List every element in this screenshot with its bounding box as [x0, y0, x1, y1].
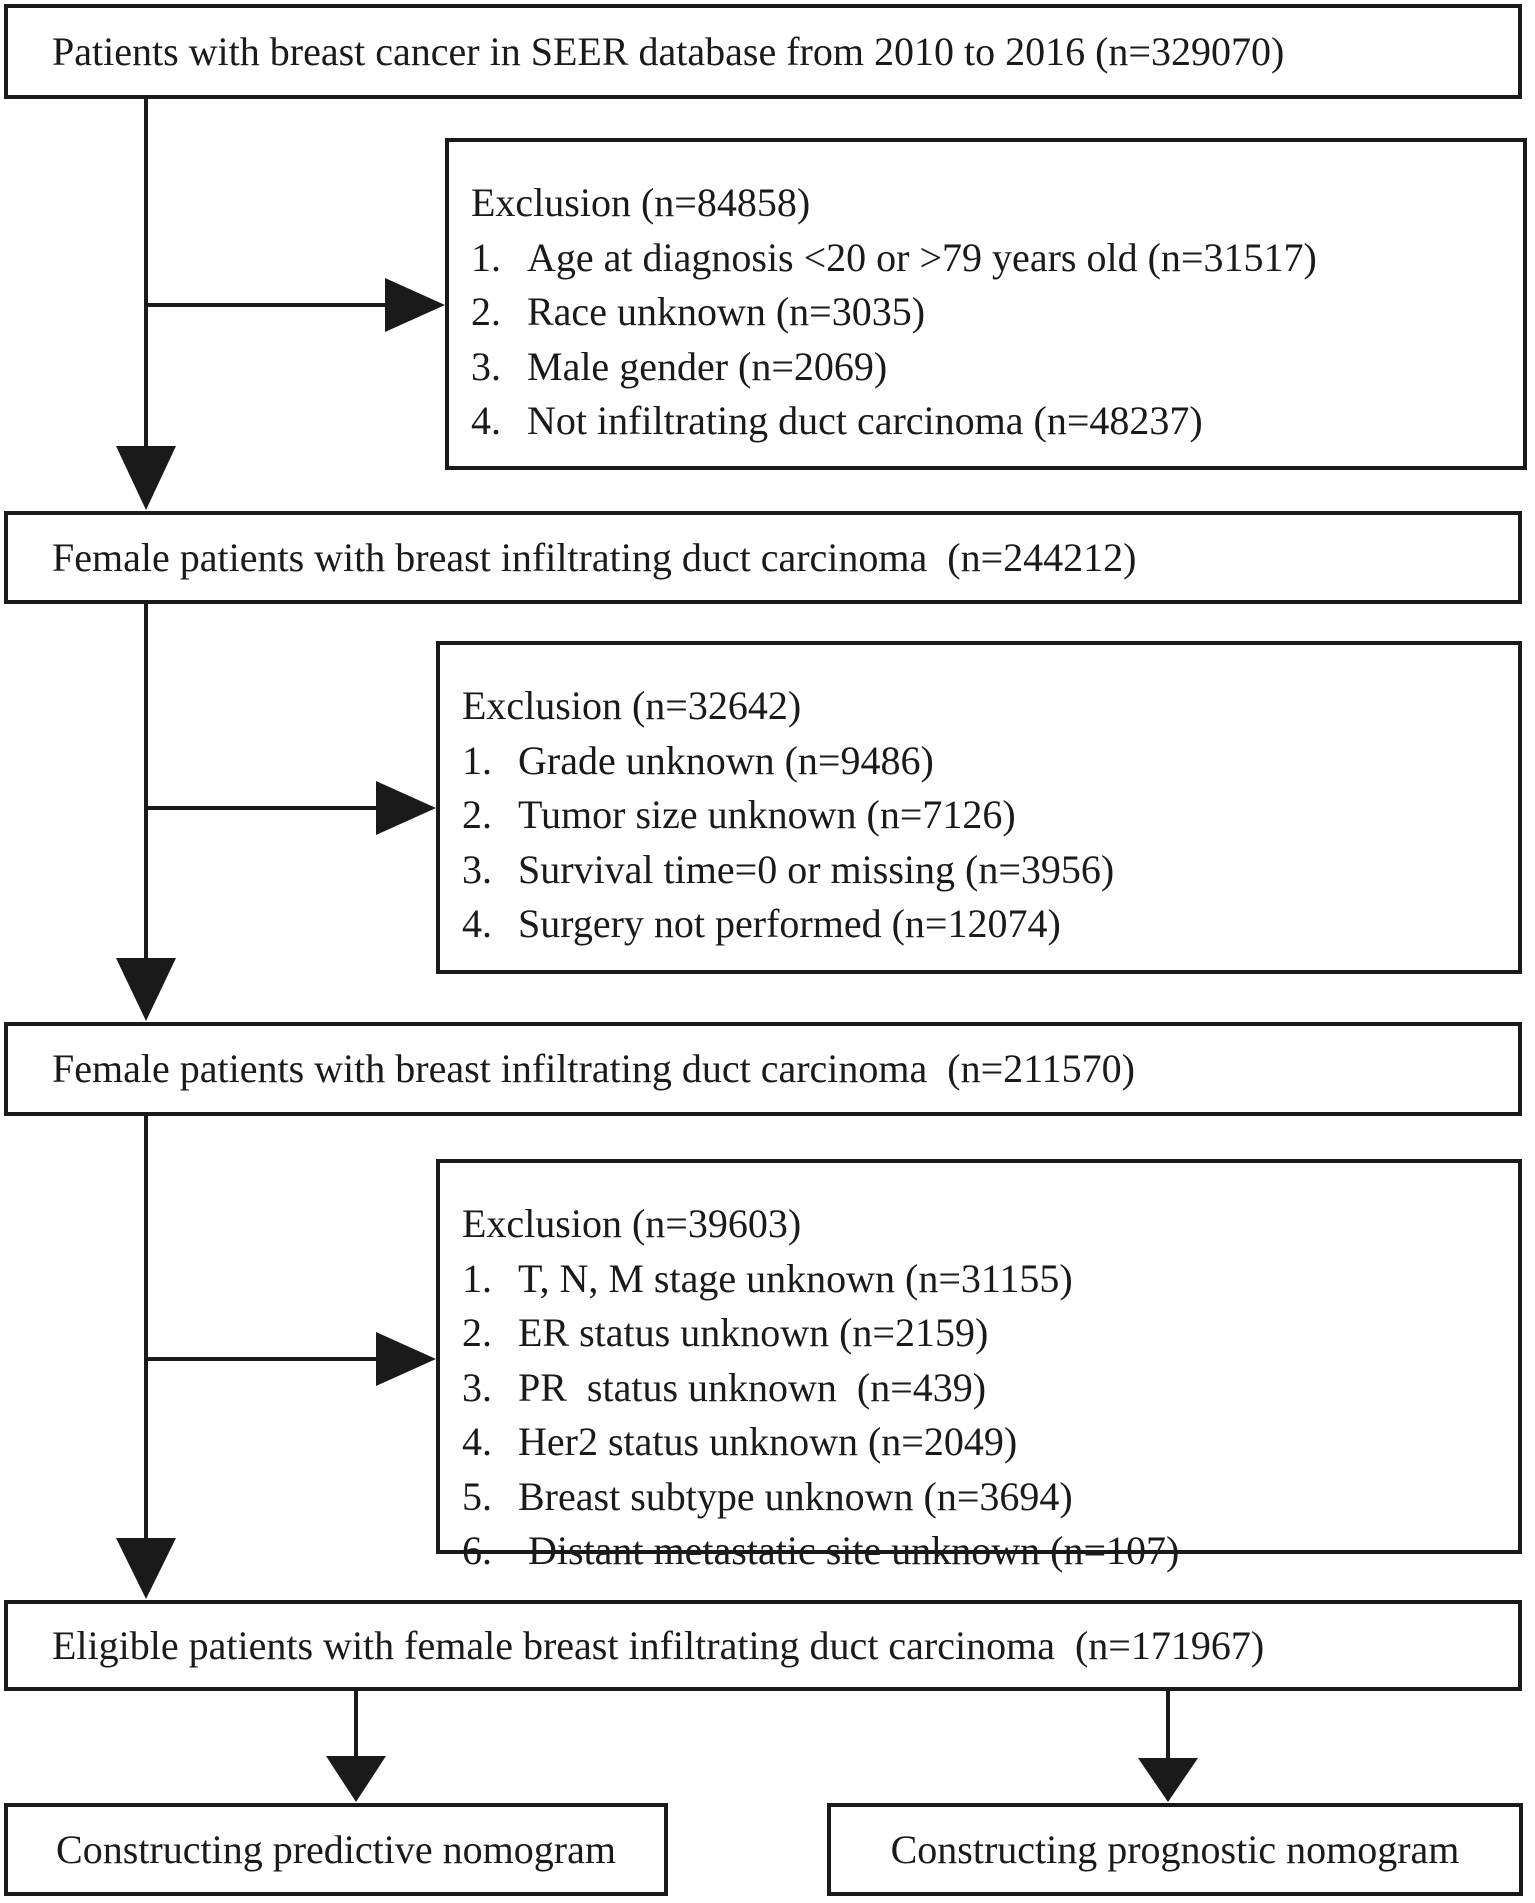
outcome-box-prognostic: Constructing prognostic nomogram: [827, 1803, 1523, 1896]
exclusion-item: 3.Survival time=0 or missing (n=3956): [462, 846, 1115, 892]
exclusion-item: 3.Male gender (n=2069): [471, 343, 888, 389]
exclusion-item: 2.Tumor size unknown (n=7126): [462, 792, 1016, 837]
outcome-box-predictive: Constructing predictive nomogram: [4, 1803, 668, 1896]
exclusion-item: 6. Distant metastatic site unknown (n=10…: [462, 1528, 1180, 1573]
exclusion-title: Exclusion (n=32642): [462, 683, 802, 728]
outcome-label: Constructing predictive nomogram: [56, 1827, 616, 1872]
exclusion-box-2: Exclusion (n=32642) 1.Grade unknown (n=9…: [436, 641, 1522, 974]
step-label: Female patients with breast infiltrating…: [52, 534, 1137, 580]
arrowhead-down: [326, 1756, 386, 1802]
exclusion-item: 4.Her2 status unknown (n=2049): [462, 1419, 1018, 1464]
exclusion-item: 4.Surgery not performed (n=12074): [462, 901, 1061, 946]
exclusion-item: 5.Breast subtype unknown (n=3694): [462, 1473, 1073, 1519]
exclusion-item: 4.Not infiltrating duct carcinoma (n=482…: [471, 398, 1203, 443]
exclusion-item: 1.Age at diagnosis <20 or >79 years old …: [471, 234, 1317, 280]
outcome-label: Constructing prognostic nomogram: [890, 1827, 1460, 1872]
exclusion-item: 2.Race unknown (n=3035): [471, 289, 926, 334]
exclusion-box-3: Exclusion (n=39603) 1.T, N, M stage unkn…: [436, 1159, 1522, 1573]
step-box-eligible-cohort: Eligible patients with female breast inf…: [4, 1600, 1522, 1691]
exclusion-item: 3.PR status unknown (n=439): [462, 1364, 987, 1410]
arrowhead-right: [376, 1332, 436, 1386]
arrowhead-down: [116, 1538, 176, 1599]
step-label: Patients with breast cancer in SEER data…: [52, 28, 1285, 74]
step-box-after-second-exclusion: Female patients with breast infiltrating…: [4, 1022, 1522, 1116]
exclusion-item: 1.Grade unknown (n=9486): [462, 737, 934, 783]
arrowhead-right: [376, 781, 436, 835]
exclusion-item: 1.T, N, M stage unknown (n=31155): [462, 1255, 1073, 1301]
arrowhead-down: [1138, 1758, 1198, 1802]
exclusion-item: 2.ER status unknown (n=2159): [462, 1310, 989, 1355]
exclusion-box-1: Exclusion (n=84858) 1.Age at diagnosis <…: [445, 138, 1527, 470]
arrowhead-down: [116, 446, 176, 510]
step-box-after-first-exclusion: Female patients with breast infiltrating…: [4, 511, 1522, 604]
arrowhead-right: [385, 278, 445, 332]
exclusion-title: Exclusion (n=39603): [462, 1201, 802, 1246]
step-label: Female patients with breast infiltrating…: [52, 1046, 1135, 1091]
step-label: Eligible patients with female breast inf…: [52, 1622, 1265, 1668]
arrowhead-down: [116, 958, 176, 1021]
step-box-initial-cohort: Patients with breast cancer in SEER data…: [4, 4, 1522, 99]
exclusion-title: Exclusion (n=84858): [471, 180, 811, 225]
